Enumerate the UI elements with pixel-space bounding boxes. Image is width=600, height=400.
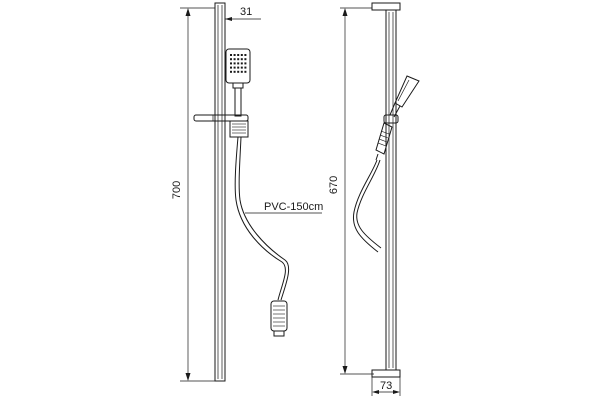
shower-nozzle bbox=[237, 70, 240, 73]
shower-nozzle bbox=[240, 70, 243, 73]
front-width-dimension: 31 bbox=[225, 6, 261, 21]
side-width-dimension: 73 bbox=[371, 377, 401, 396]
side-height-dimension: 670 bbox=[328, 7, 374, 375]
shower-nozzle bbox=[244, 66, 247, 69]
shower-nozzle bbox=[233, 66, 236, 69]
side-slider-bracket bbox=[375, 114, 399, 161]
front-shower-head bbox=[225, 48, 251, 117]
side-height-label: 670 bbox=[328, 176, 340, 194]
front-hose bbox=[234, 136, 290, 301]
shower-nozzle bbox=[230, 62, 232, 65]
shower-nozzle bbox=[233, 58, 236, 61]
shower-nozzle bbox=[233, 70, 236, 73]
shower-nozzle bbox=[237, 58, 240, 61]
front-view: 700 31 bbox=[171, 2, 323, 382]
front-slider-bracket bbox=[193, 114, 249, 138]
shower-nozzle bbox=[244, 58, 247, 61]
front-rail bbox=[214, 2, 226, 382]
shower-nozzle bbox=[233, 54, 236, 56]
front-hose-connector bbox=[270, 300, 288, 337]
shower-nozzle bbox=[240, 54, 243, 56]
shower-nozzle bbox=[230, 66, 232, 69]
front-width-label: 31 bbox=[240, 6, 252, 18]
shower-nozzle bbox=[244, 62, 247, 65]
side-hose bbox=[352, 159, 382, 253]
shower-nozzle bbox=[240, 62, 243, 65]
shower-nozzle bbox=[237, 62, 240, 65]
shower-nozzle bbox=[244, 70, 247, 73]
shower-nozzle bbox=[230, 70, 232, 73]
side-shower-head bbox=[389, 75, 420, 118]
shower-nozzle bbox=[237, 66, 240, 69]
front-height-label: 700 bbox=[171, 181, 183, 199]
front-height-dimension: 700 bbox=[171, 7, 215, 382]
shower-nozzle bbox=[240, 58, 243, 61]
shower-nozzle bbox=[233, 62, 236, 65]
side-view: 670 73 bbox=[328, 2, 420, 396]
shower-nozzle bbox=[237, 54, 240, 56]
side-width-label: 73 bbox=[380, 380, 392, 392]
hose-length-label: PVC-150cm bbox=[264, 201, 323, 213]
front-hose-callout: PVC-150cm bbox=[245, 201, 323, 214]
shower-nozzle bbox=[244, 54, 247, 56]
shower-nozzle bbox=[240, 66, 243, 69]
side-rail bbox=[371, 2, 401, 378]
shower-nozzle bbox=[230, 58, 232, 61]
shower-nozzle bbox=[230, 54, 232, 56]
